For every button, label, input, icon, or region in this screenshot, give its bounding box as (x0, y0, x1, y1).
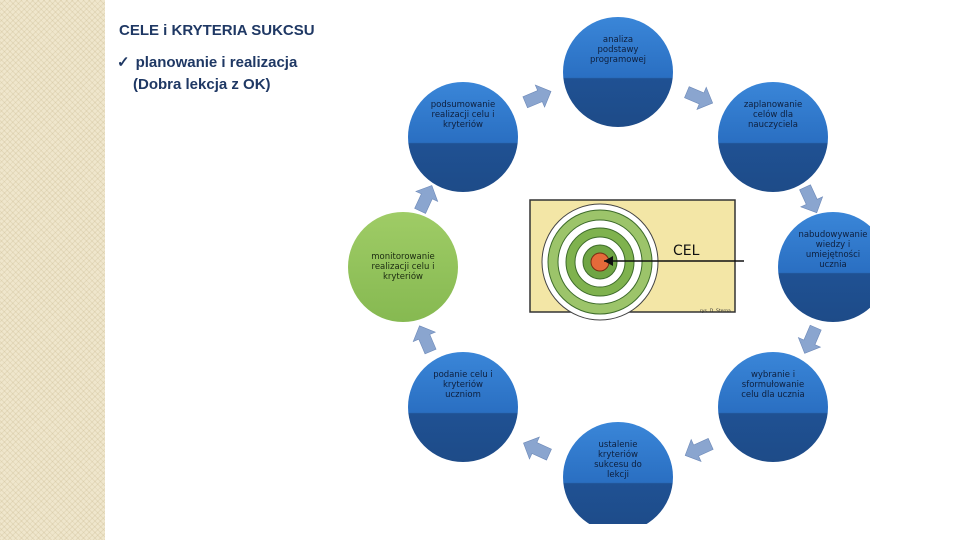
cycle-node-label: kryteriów (598, 449, 638, 460)
cycle-node-label: nauczyciela (748, 120, 798, 130)
cycle-node-label: celu dla ucznia (741, 390, 805, 400)
cycle-node-label: wybranie i (751, 370, 795, 380)
target-image: CEL rys. D. Sterna (529, 199, 744, 321)
cycle-node-label: nabudowywanie (798, 230, 867, 240)
cycle-node-label: podsumowanie (431, 100, 495, 110)
cycle-arrow-icon (414, 185, 439, 214)
cycle-diagram: CEL rys. D. Sterna analizapodstawyprogra… (348, 17, 870, 524)
cycle-node-label: kryteriów (443, 119, 483, 130)
cycle-node-label: realizacji celu i (372, 262, 435, 272)
target-label: CEL (673, 243, 700, 259)
cycle-node-label: lekcji (607, 470, 629, 480)
cycle-node-label: zaplanowanie (744, 100, 802, 110)
checkmark-icon: ✓ (117, 54, 130, 71)
cycle-node-label: sukcesu do (594, 460, 642, 470)
image-credit: rys. D. Sterna (700, 308, 731, 314)
bullet-line-2: (Dobra lekcja z OK) (133, 76, 271, 93)
cycle-arrow-icon (684, 438, 714, 462)
cycle-node-label: ustalenie (599, 440, 638, 450)
cycle-node-label: sformułowanie (742, 380, 804, 390)
cycle-arrow-icon (797, 324, 822, 354)
slide-title: CELE i KRYTERIA SUKCSU (119, 22, 315, 39)
cycle-node-label: programowej (590, 55, 646, 65)
bullet-item: ✓ planowanie i realizacja (Dobra lekcja z… (117, 52, 417, 96)
cycle-node-label: kryteriów (443, 379, 483, 390)
cycle-arrow-icon (523, 436, 552, 461)
cycle-node-label: realizacji celu i (432, 110, 495, 120)
bullet-line-1: planowanie i realizacja (135, 54, 298, 71)
cycle-arrow-icon (799, 184, 824, 214)
cycle-arrow-icon (522, 84, 552, 109)
cycle-arrow-icon (684, 86, 714, 111)
cycle-node-label: ucznia (819, 260, 846, 270)
decorative-side-strip (0, 0, 105, 540)
cycle-nodes: analizapodstawyprogramowejzaplanowaniece… (348, 17, 870, 524)
cycle-node-label: umiejętności (806, 249, 860, 260)
cycle-node-label: podstawy (598, 45, 639, 55)
cycle-node-label: uczniom (445, 390, 481, 400)
cycle-arrow-icon (412, 325, 437, 355)
cycle-node-label: monitorowanie (371, 252, 434, 262)
cycle-node-label: celów dla (753, 109, 793, 120)
cycle-node-label: analiza (603, 35, 633, 45)
cycle-node-label: wiedzy i (816, 240, 851, 250)
cycle-node-label: podanie celu i (433, 370, 493, 380)
cycle-node-label: kryteriów (383, 271, 423, 282)
cycle-arrows (412, 84, 824, 462)
